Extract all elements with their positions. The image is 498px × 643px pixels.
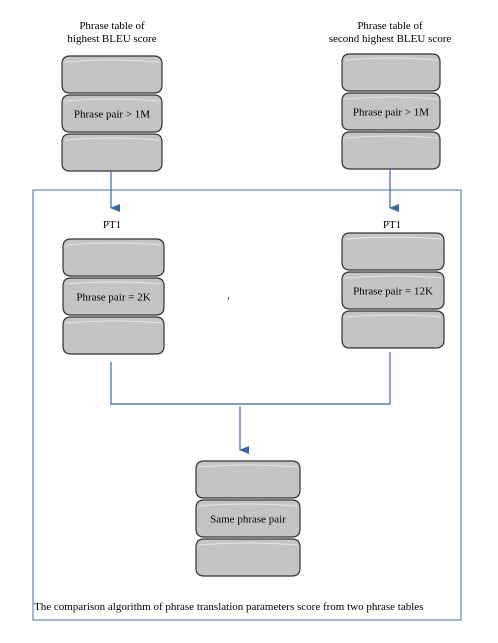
database-filtered-1-label: Phrase pair = 2K	[76, 292, 150, 304]
source-title-2-line2: second highest BLEU score	[328, 33, 452, 45]
database-source-2: Phrase pair > 1M	[341, 53, 441, 170]
database-source-2-disk-top-highlight	[344, 57, 438, 61]
database-source-2-disk-middle-highlight	[344, 96, 438, 100]
source-title-1-line1: Phrase table of	[79, 20, 145, 32]
database-filtered-1-disk-top	[62, 238, 165, 277]
database-filtered-1-disk-top-highlight	[65, 242, 162, 246]
database-result-disk-middle	[195, 499, 301, 538]
database-source-1-disk-middle-highlight	[64, 98, 160, 102]
database-filtered-2-disk-bottom-highlight	[344, 314, 442, 318]
database-filtered-2: Phrase pair = 12K	[341, 232, 445, 349]
comparison-frame	[32, 189, 462, 621]
database-source-2-disk-bottom-highlight	[344, 135, 438, 139]
stray-mark	[227, 296, 230, 301]
filtered-title-2: PT1	[382, 219, 402, 231]
database-result: Same phrase pair	[195, 460, 301, 577]
database-source-1-disk-middle	[61, 94, 163, 133]
source-title-1-line2: highest BLEU score	[67, 33, 157, 45]
database-filtered-1-disk-bottom	[62, 316, 165, 355]
source-title-2: Phrase table of second highest BLEU scor…	[315, 20, 465, 46]
database-filtered-2-disk-middle-highlight	[344, 275, 442, 279]
filtered-title-1: PT1	[102, 219, 122, 231]
database-result-label: Same phrase pair	[210, 514, 286, 526]
database-result-disk-bottom	[195, 538, 301, 577]
database-source-1-label: Phrase pair > 1M	[74, 109, 150, 121]
merge-connector	[110, 352, 391, 405]
database-source-2-label: Phrase pair > 1M	[353, 107, 429, 119]
database-source-1-disk-top	[61, 55, 163, 94]
database-filtered-2-disk-middle	[341, 271, 445, 310]
database-filtered-2-disk-bottom	[341, 310, 445, 349]
database-filtered-1-disk-middle	[62, 277, 165, 316]
source-title-1: Phrase table of highest BLEU score	[62, 20, 162, 46]
database-filtered-1-disk-middle-highlight	[65, 281, 162, 285]
database-source-1-disk-bottom-highlight	[64, 137, 160, 141]
database-filtered-2-disk-top-highlight	[344, 236, 442, 240]
database-filtered-2-label: Phrase pair = 12K	[353, 286, 433, 298]
database-stacks: Phrase pair > 1M Phrase pair > 1M Phrase p…	[61, 53, 445, 577]
database-filtered-1-disk-bottom-highlight	[65, 320, 162, 324]
database-filtered-2-disk-top	[341, 232, 445, 271]
database-result-disk-top	[195, 460, 301, 499]
source-title-2-line1: Phrase table of	[357, 20, 423, 32]
database-filtered-1: Phrase pair = 2K	[62, 238, 165, 355]
database-source-2-disk-middle	[341, 92, 441, 131]
database-result-disk-bottom-highlight	[198, 542, 298, 546]
database-source-1-disk-bottom	[61, 133, 163, 172]
database-result-disk-top-highlight	[198, 464, 298, 468]
figure-caption: The comparison algorithm of phrase trans…	[34, 601, 424, 613]
database-source-1-disk-top-highlight	[64, 59, 160, 63]
database-source-2-disk-top	[341, 53, 441, 92]
database-result-disk-middle-highlight	[198, 503, 298, 507]
database-source-2-disk-bottom	[341, 131, 441, 170]
database-source-1: Phrase pair > 1M	[61, 55, 163, 172]
